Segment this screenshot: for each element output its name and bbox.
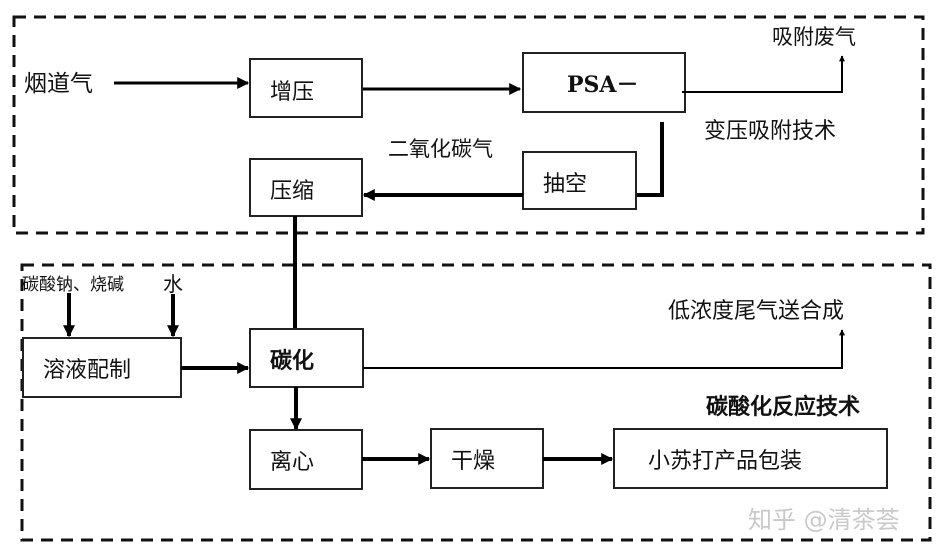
carbonation-section-title: 碳酸化反应技术 [706,394,860,420]
node-psa-label: PSA－ [567,72,639,98]
node-boost [249,58,363,118]
co2-gas-label: 二氧化碳气 [388,137,493,161]
soda-caustic-label: 碳酸钠、烧碱 [22,275,124,295]
watermark: 知乎 @清茶荟 [748,506,900,534]
low-conc-tail-gas-label: 低浓度尾气送合成 [668,299,844,324]
adsorption-waste-gas-label: 吸附废气 [772,25,856,49]
arrow-psa-to-waste-gas [682,55,845,93]
carbonation-section-frame [20,263,932,542]
node-vacuum-label: 抽空 [543,172,587,197]
node-carbonize [249,328,364,388]
water-label: 水 [163,272,183,296]
node-solution-prep-label: 溶液配制 [43,358,131,383]
node-vacuum [522,151,637,210]
node-dry [430,428,544,489]
node-compress-label: 压缩 [270,179,314,204]
flue-gas-label: 烟道气 [24,71,93,97]
node-centrifuge-label: 离心 [270,450,314,475]
node-package [613,428,888,489]
node-package-label: 小苏打产品包装 [648,449,802,474]
node-boost-label: 增压 [270,80,314,105]
psa-section-title: 变压吸附技术 [704,119,836,144]
psa-section-frame [12,15,925,235]
node-solution-prep [22,337,182,398]
node-dry-label: 干燥 [451,449,495,474]
line-psa-to-vacuum [633,122,664,197]
node-centrifuge [249,429,363,490]
node-psa [522,52,686,113]
arrow-carbonize-to-tail-gas [363,329,845,369]
node-compress [249,158,363,217]
node-carbonize-label: 碳化 [270,348,314,374]
